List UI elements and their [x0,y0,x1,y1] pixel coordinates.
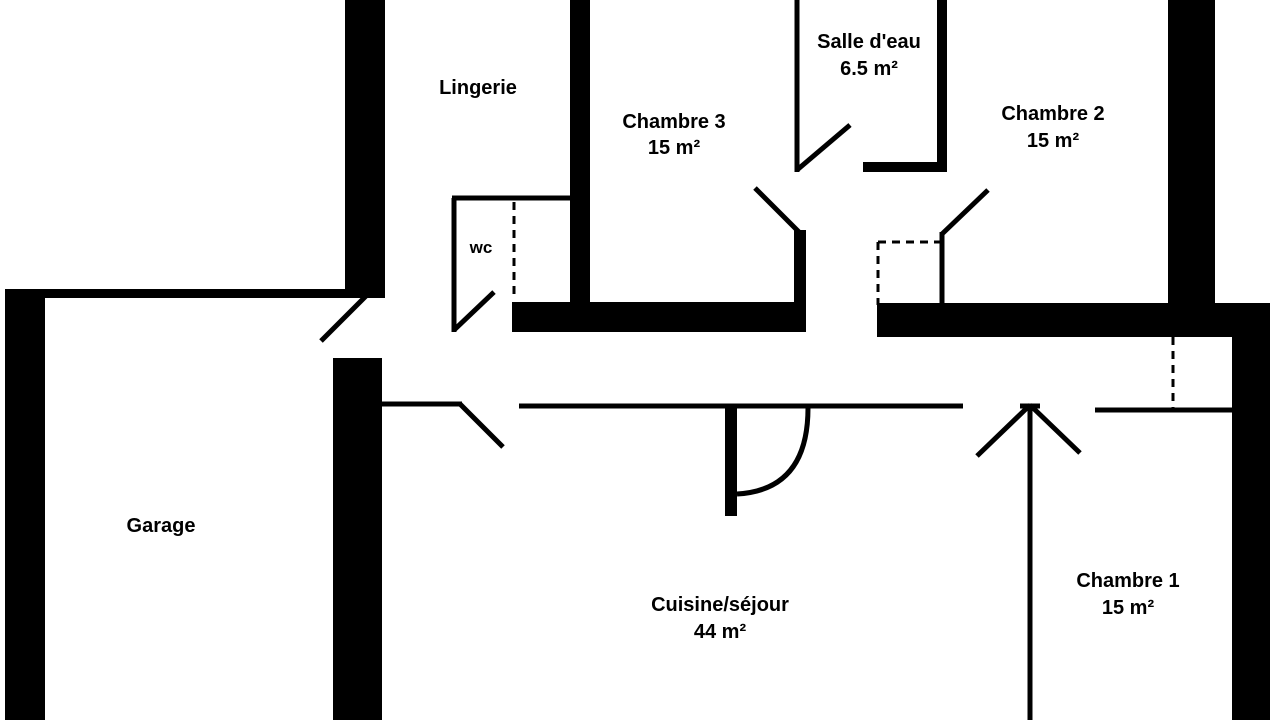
wall-kitchen-stub [725,406,737,516]
dashed-lines [512,202,1175,408]
wall-chambre2-bottom [877,303,1177,337]
label-salle-eau-name: Salle d'eau [817,31,921,53]
thick-walls [5,0,1270,720]
room-labels: Lingerie Chambre 3 15 m² Salle d'eau 6.5… [127,31,1180,643]
label-chambre3-name: Chambre 3 [622,111,725,133]
label-cuisine-sejour-name: Cuisine/séjour [651,594,789,616]
label-chambre3-area: 15 m² [648,137,701,159]
door-chambre3 [753,186,801,234]
label-chambre1-name: Chambre 1 [1076,570,1179,592]
label-cuisine-sejour-area: 44 m² [694,621,747,643]
wall-garage-top [5,289,385,298]
wall-salle-eau-bottom [863,162,947,172]
wall-salle-eau-right [937,0,947,172]
wall-chambre3-bottom [512,302,806,332]
wall-garage-right [333,358,382,720]
wall-garage-left [5,289,45,720]
door-salle-eau [795,123,852,172]
door-chambre1-b [1028,403,1082,455]
door-garage [319,293,369,343]
door-corridor-left [458,402,505,449]
label-lingerie: Lingerie [439,77,517,99]
wall-chambre2-right [1168,0,1215,310]
door-chambre1-a [975,403,1032,458]
door-chambre2 [940,188,990,236]
door-wc [452,290,496,332]
label-garage: Garage [127,515,196,537]
label-salle-eau-area: 6.5 m² [840,58,898,80]
wall-right-outer [1232,303,1270,720]
label-chambre1-area: 15 m² [1102,597,1155,619]
thin-walls [382,0,1234,720]
wall-chambre3-left [570,0,590,310]
label-chambre2-area: 15 m² [1027,130,1080,152]
wall-chambre3-right [794,230,806,332]
label-chambre2-name: Chambre 2 [1001,103,1104,125]
label-wc: wc [469,238,493,257]
wall-top-left-vertical [345,0,385,298]
door-kitchen-arc [736,407,811,497]
doors [319,123,1082,497]
